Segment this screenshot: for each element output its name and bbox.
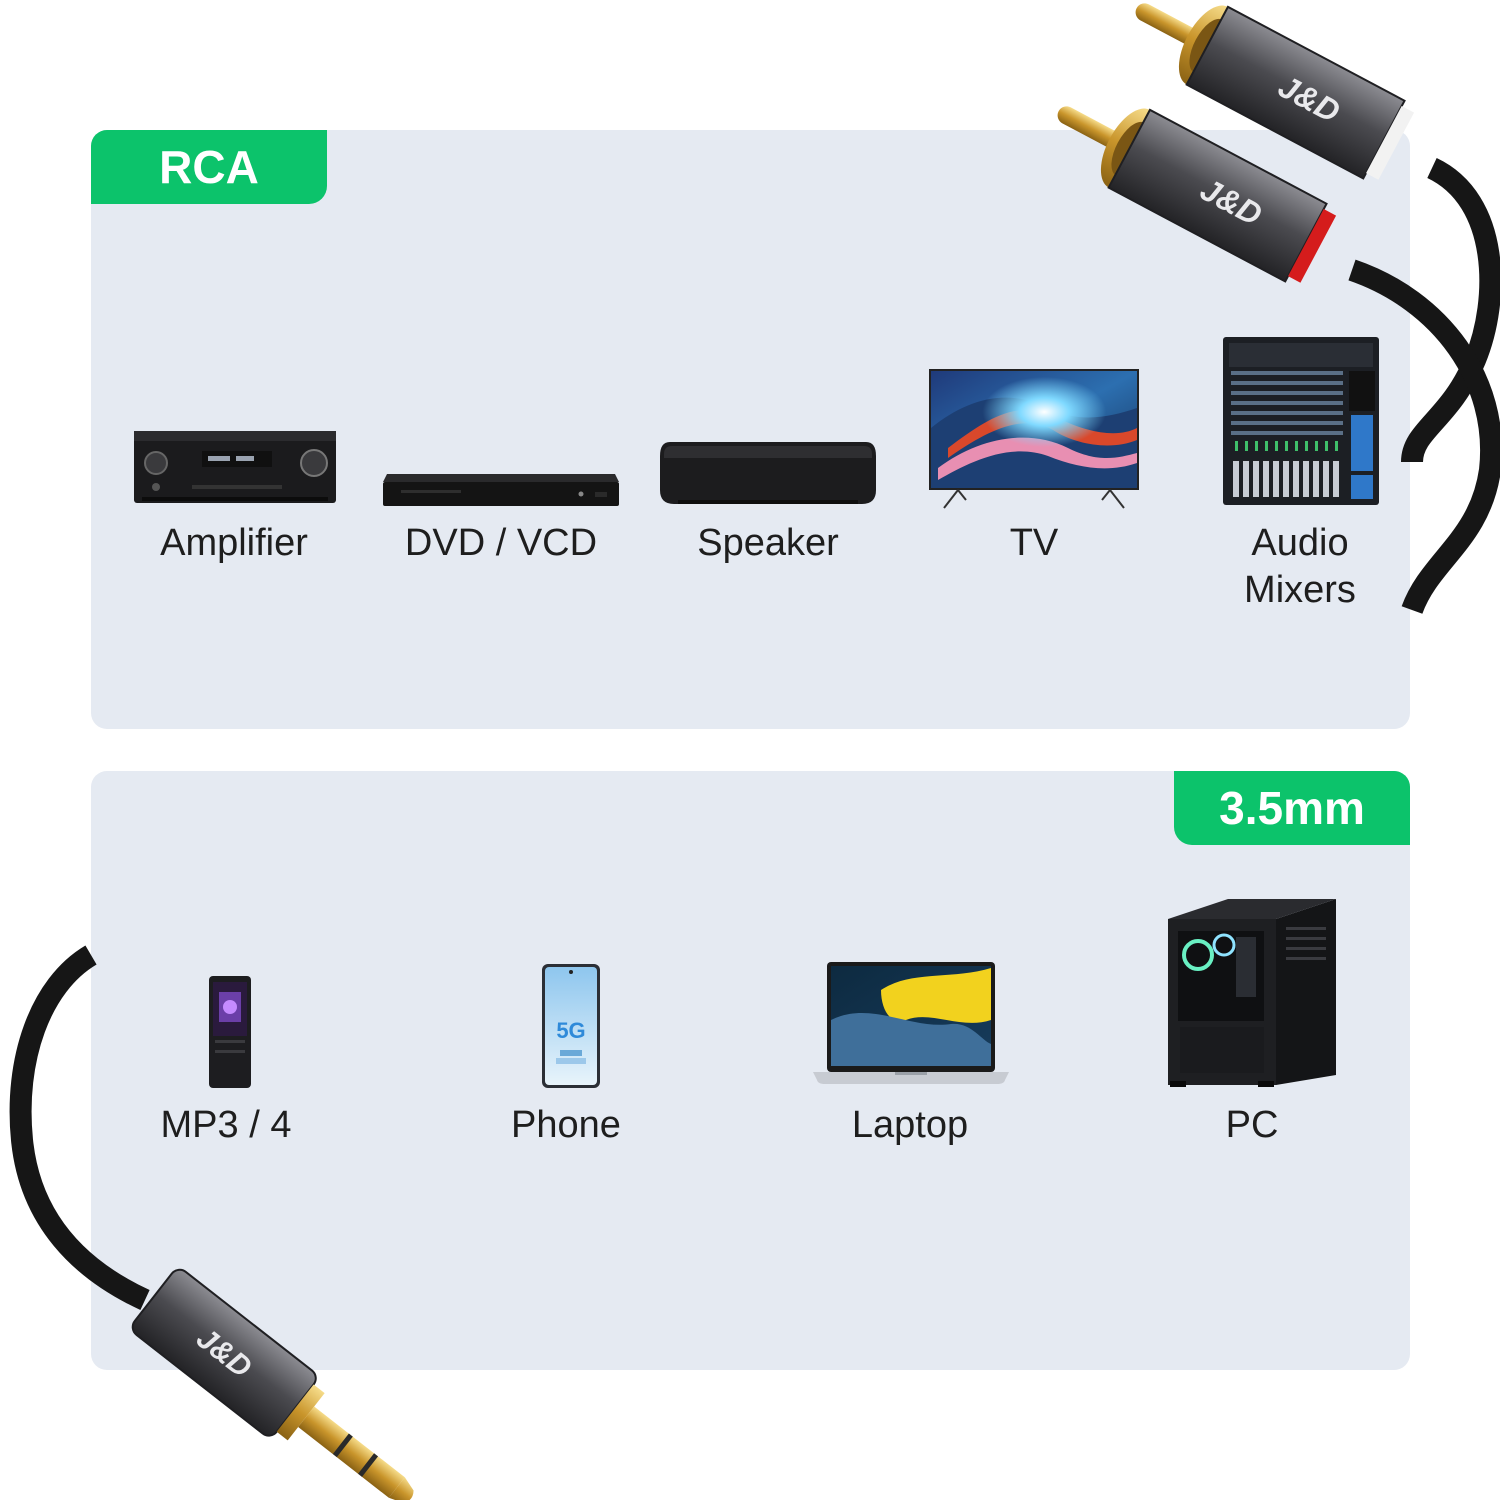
device-mp3	[207, 974, 253, 1090]
label-tv: TV	[1009, 522, 1059, 564]
jack-tag: 3.5mm	[1174, 771, 1410, 845]
tv-icon	[929, 369, 1139, 509]
device-audio-mixer	[1221, 335, 1381, 507]
device-tv	[928, 368, 1140, 510]
laptop-icon	[813, 962, 1009, 1084]
dvd-player-icon	[383, 474, 619, 506]
label-audio-mixers-line1: Audio	[1251, 522, 1349, 564]
label-laptop: Laptop	[851, 1104, 969, 1146]
phone-icon: 5G	[542, 964, 600, 1088]
label-amplifier: Amplifier	[160, 522, 308, 564]
label-speaker: Speaker	[697, 522, 839, 564]
device-laptop	[811, 960, 1011, 1088]
label-mp3: MP3 / 4	[160, 1104, 292, 1146]
device-amplifier	[132, 429, 338, 505]
device-dvd	[381, 470, 621, 510]
audio-mixer-icon	[1223, 337, 1379, 505]
label-dvd: DVD / VCD	[404, 522, 598, 564]
device-pc	[1166, 897, 1338, 1089]
label-phone: Phone	[511, 1104, 621, 1146]
amplifier-icon	[134, 431, 336, 503]
mp3-player-icon	[209, 976, 251, 1088]
label-audio-mixers-line2: Mixers	[1244, 569, 1356, 611]
device-speaker	[658, 438, 878, 508]
rca-tag: RCA	[91, 130, 327, 204]
phone-screen-text: 5G	[556, 1018, 585, 1043]
speaker-icon	[660, 442, 876, 504]
brand-mark-1: J&D	[1273, 68, 1346, 130]
device-phone: 5G	[540, 962, 602, 1090]
label-pc: PC	[1225, 1104, 1279, 1146]
pc-tower-icon	[1168, 899, 1336, 1087]
rca-cable-white	[1401, 158, 1500, 464]
